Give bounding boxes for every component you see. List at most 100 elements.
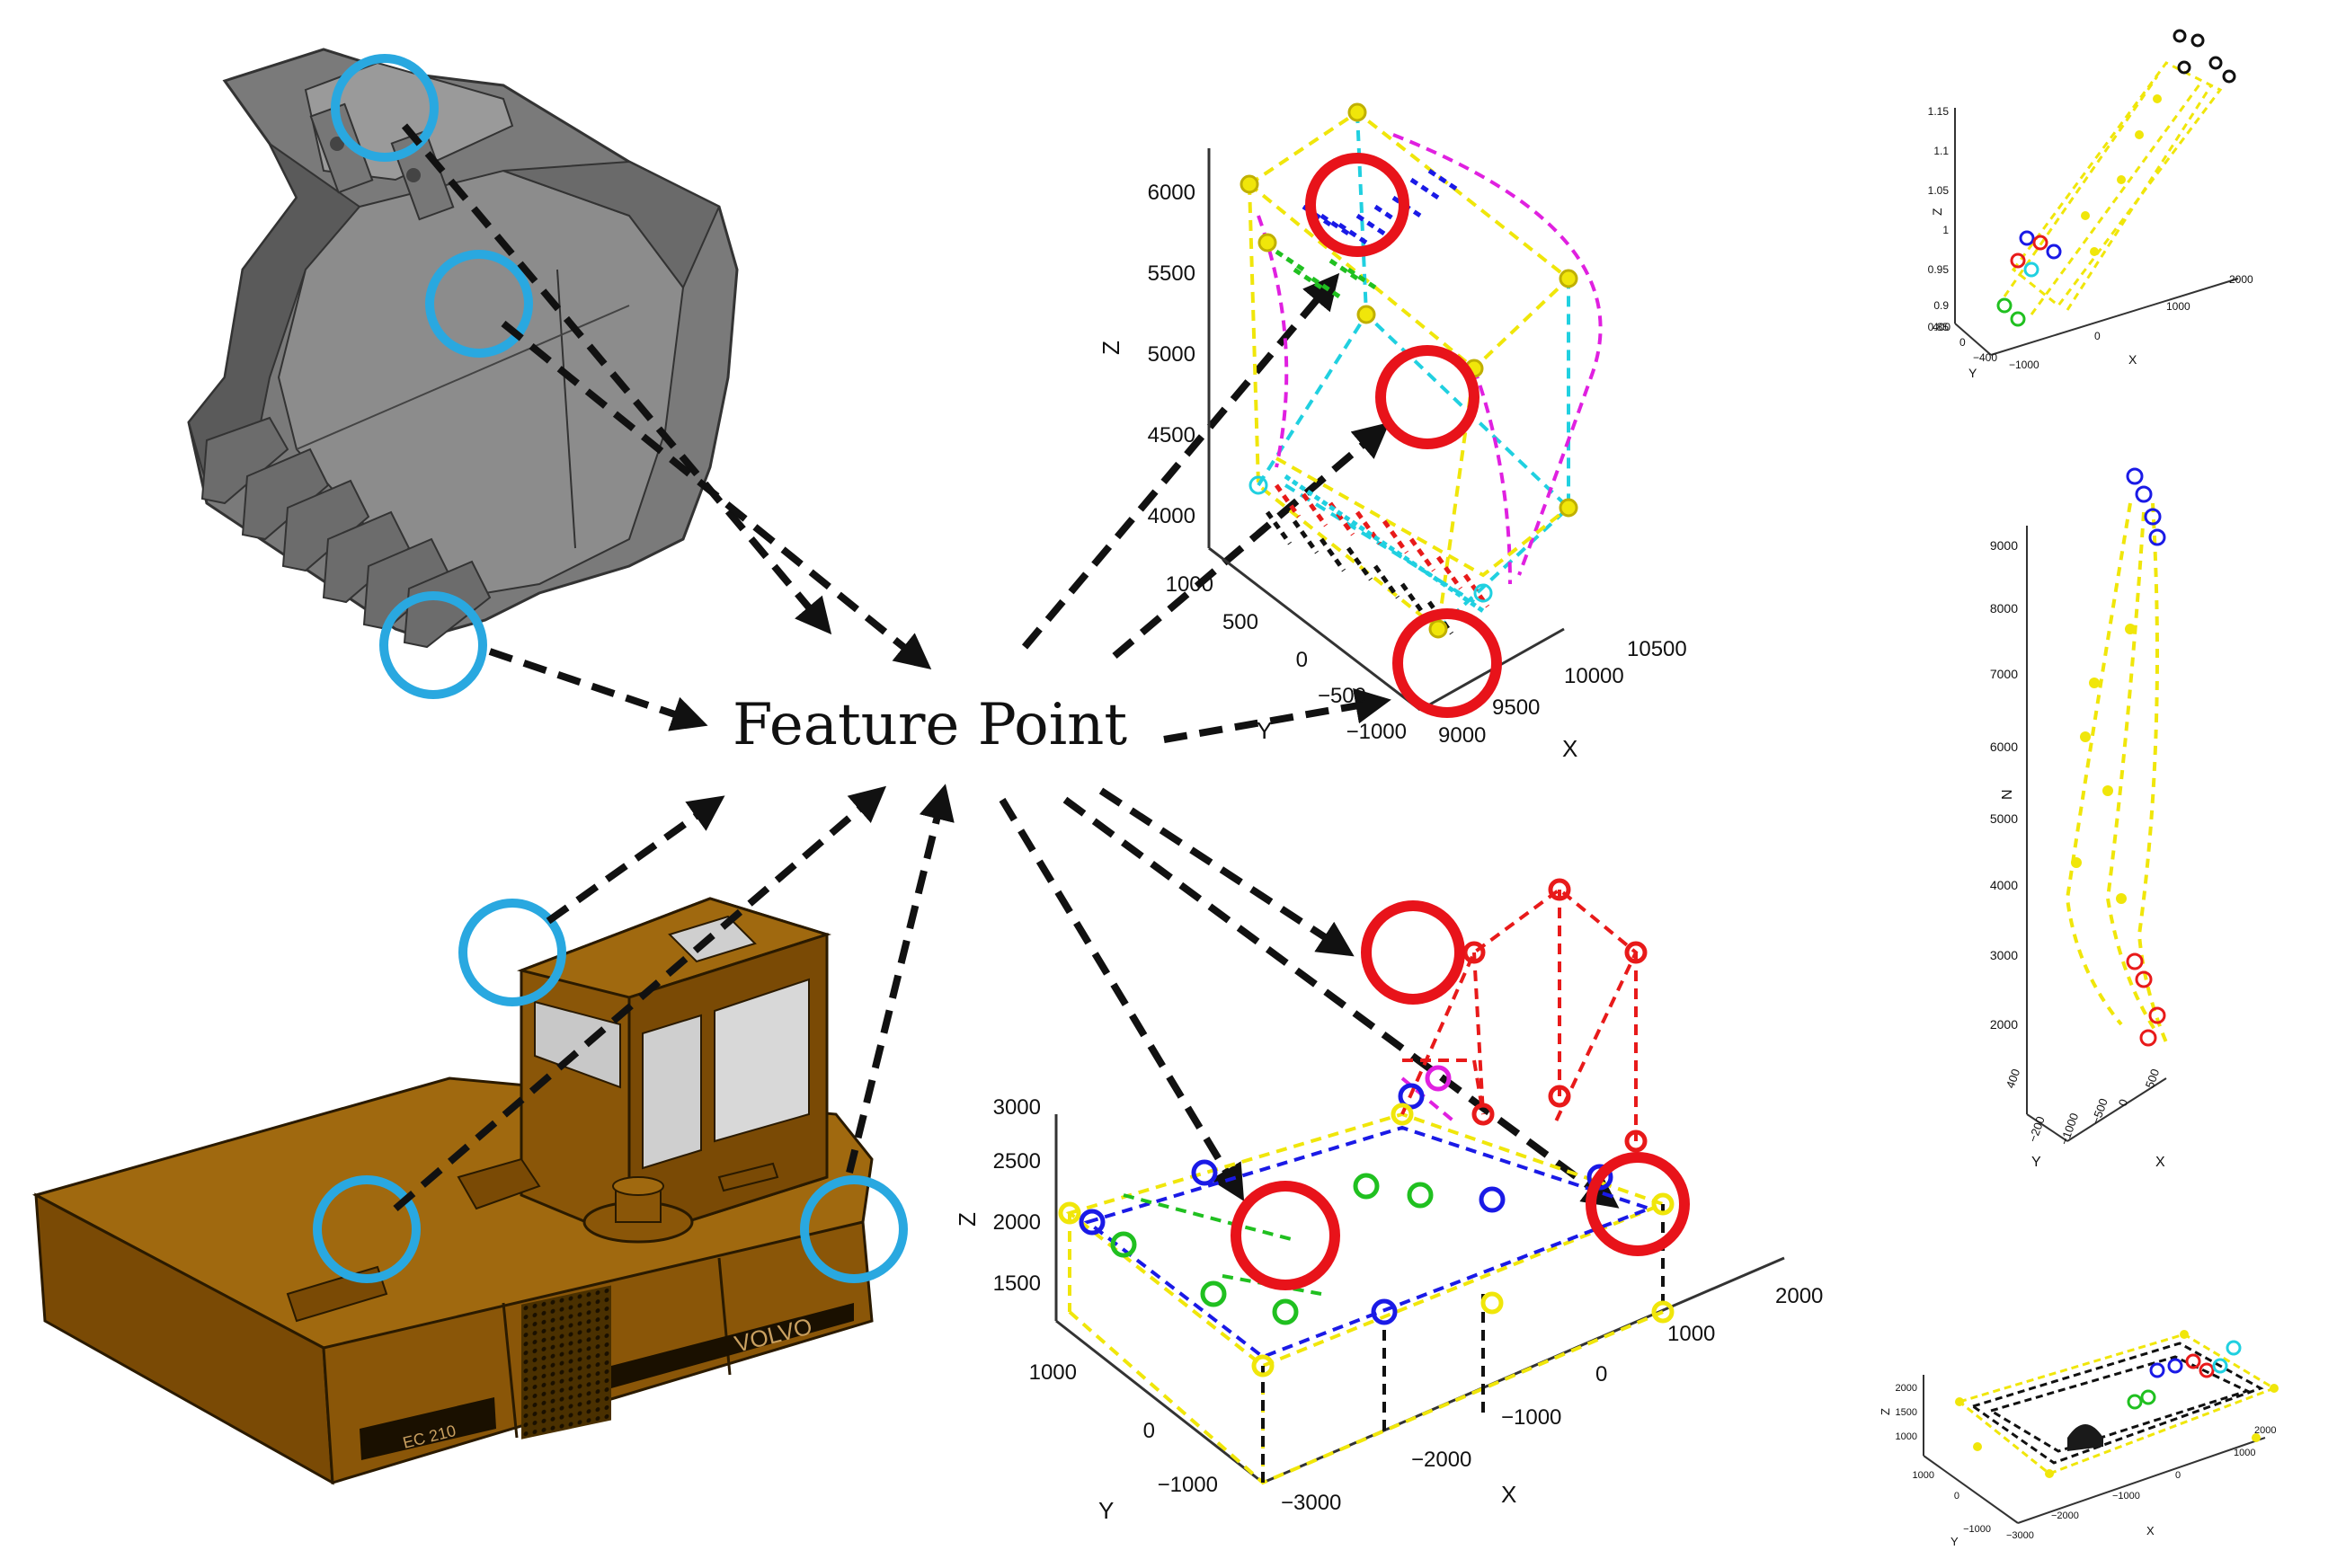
- thumbnail-plot-middle: 9000 8000 7000 6000 5000 4000 3000 2000 …: [1990, 467, 2168, 1170]
- cab-roof-marker: [458, 899, 566, 1006]
- x-axis-label: X: [2155, 1155, 2165, 1170]
- y-tick: 0: [1296, 648, 1308, 672]
- cab-plot-corner-highlight: [1586, 1152, 1690, 1256]
- x-axis-label: X: [2146, 1524, 2155, 1537]
- bucket-plot-z-ticks: 6000 5500 5000 4500 4000: [1148, 181, 1195, 528]
- x-tick: 9000: [1438, 723, 1486, 748]
- z-tick: 2000: [1990, 1017, 2018, 1032]
- x-tick: 10500: [1627, 637, 1687, 661]
- bucket-hinge-marker: [331, 54, 439, 162]
- y-tick: 500: [1222, 610, 1258, 634]
- y-axis-label: Y: [2031, 1155, 2041, 1170]
- thumbnail-plot-top: 1.15 1.1 1.05 1 0.95 0.9 0.85 Z 400 0 −4…: [1928, 29, 2253, 380]
- z-tick: 1500: [993, 1271, 1041, 1296]
- bucket-plot-tooth-highlight: [1392, 608, 1502, 718]
- x-tick: 0: [2175, 1470, 2181, 1481]
- z-tick: 5500: [1148, 261, 1195, 286]
- cab-plot-roof-highlight: [1361, 900, 1465, 1005]
- y-tick: −1000: [1963, 1524, 1991, 1535]
- x-tick: −1000: [2009, 359, 2039, 371]
- x-tick: −2000: [2051, 1510, 2079, 1521]
- z-tick: 8000: [1990, 601, 2018, 616]
- arrows: [393, 123, 1620, 1212]
- x-tick: 1000: [2234, 1448, 2255, 1458]
- y-tick: 400: [2004, 1067, 2023, 1091]
- x-tick: −1000: [2112, 1491, 2140, 1502]
- x-tick: 10000: [1564, 664, 1624, 688]
- x-tick: −500: [2089, 1096, 2110, 1126]
- z-tick: 0.85: [1928, 321, 1950, 333]
- z-tick: 3000: [1990, 948, 2018, 962]
- bucket-plot-hinge-highlight: [1305, 153, 1409, 257]
- z-tick: 0.95: [1928, 263, 1950, 276]
- excavator-bucket-model: [187, 48, 739, 649]
- x-tick: 1000: [2166, 300, 2190, 313]
- y-tick: −500: [1318, 684, 1366, 708]
- z-tick: 6000: [1148, 181, 1195, 205]
- z-tick: 9000: [1990, 538, 2018, 553]
- z-tick: 1.15: [1928, 105, 1950, 118]
- excavator-cab-model: VOLVO EC 210: [31, 897, 874, 1485]
- y-tick: 0: [1959, 336, 1966, 349]
- x-tick: −1000: [1501, 1405, 1561, 1430]
- z-tick: 5000: [1990, 811, 2018, 826]
- cab-plot-deck-highlight: [1231, 1181, 1340, 1290]
- x-tick: 9500: [1492, 695, 1540, 720]
- z-tick: 1500: [1896, 1407, 1917, 1418]
- y-tick: −1000: [1346, 720, 1407, 744]
- z-axis-label: N: [2000, 789, 2015, 800]
- z-tick: 2500: [993, 1149, 1041, 1174]
- x-tick: 0: [2116, 1097, 2131, 1108]
- z-tick: 4500: [1148, 423, 1195, 447]
- y-tick: 1000: [1913, 1470, 1934, 1481]
- y-axis-label: Y: [1257, 717, 1272, 744]
- feature-point-label: Feature Point: [733, 692, 1128, 758]
- z-tick: 1: [1942, 224, 1949, 236]
- y-axis-label: Y: [1968, 366, 1977, 380]
- z-tick: 3000: [993, 1095, 1041, 1120]
- x-tick: 500: [2143, 1067, 2163, 1091]
- bucket-edge-marker: [425, 250, 533, 358]
- y-tick: 1000: [1166, 572, 1213, 597]
- y-axis-label: Y: [1950, 1535, 1959, 1548]
- bucket-plot-edge-highlight: [1375, 345, 1480, 449]
- x-tick: −1000: [2057, 1112, 2082, 1147]
- x-tick: −3000: [2006, 1530, 2034, 1541]
- y-tick: 0: [1143, 1419, 1155, 1443]
- x-tick: 2000: [2229, 273, 2253, 286]
- x-tick: 0: [1595, 1362, 1607, 1386]
- z-tick: 5000: [1148, 342, 1195, 367]
- y-tick: 1000: [1029, 1360, 1077, 1385]
- z-tick: 4000: [1990, 878, 2018, 892]
- z-tick: 1.1: [1933, 145, 1949, 157]
- x-axis-label: X: [2128, 352, 2137, 367]
- cab-feature-plot: 3000 2500 2000 1500 Z 1000 0 −1000 Y −30…: [954, 878, 1823, 1524]
- x-axis-label: X: [1501, 1481, 1516, 1508]
- z-tick: 0.9: [1933, 299, 1949, 312]
- x-tick: 1000: [1667, 1322, 1715, 1346]
- z-axis-label: Z: [954, 1212, 981, 1227]
- z-axis-label: Z: [1930, 208, 1944, 216]
- z-tick: 1.05: [1928, 184, 1950, 197]
- z-tick: 4000: [1148, 504, 1195, 528]
- y-tick: −1000: [1158, 1473, 1218, 1497]
- z-tick: 6000: [1990, 740, 2018, 754]
- y-tick: −200: [2026, 1114, 2048, 1144]
- cab-corner-marker: [800, 1175, 908, 1283]
- y-tick: 400: [1933, 321, 1950, 333]
- bucket-tooth-marker: [379, 591, 487, 699]
- z-axis-label: Z: [1879, 1408, 1892, 1415]
- z-tick: 2000: [993, 1210, 1041, 1235]
- x-tick: −2000: [1411, 1448, 1471, 1472]
- y-axis-label: Y: [1098, 1497, 1114, 1524]
- z-axis-label: Z: [1097, 341, 1124, 355]
- x-tick: 0: [2094, 330, 2101, 342]
- y-tick: −400: [1973, 351, 1997, 364]
- z-tick: 2000: [1896, 1383, 1917, 1394]
- x-tick: 2000: [2254, 1425, 2276, 1436]
- x-tick: 2000: [1775, 1284, 1823, 1308]
- x-tick: −3000: [1281, 1491, 1341, 1515]
- thumbnail-plot-bottom: 2000 1500 1000 Z 1000 0 −1000 Y −3000 −2…: [1879, 1330, 2279, 1548]
- y-tick: 0: [1954, 1491, 1959, 1502]
